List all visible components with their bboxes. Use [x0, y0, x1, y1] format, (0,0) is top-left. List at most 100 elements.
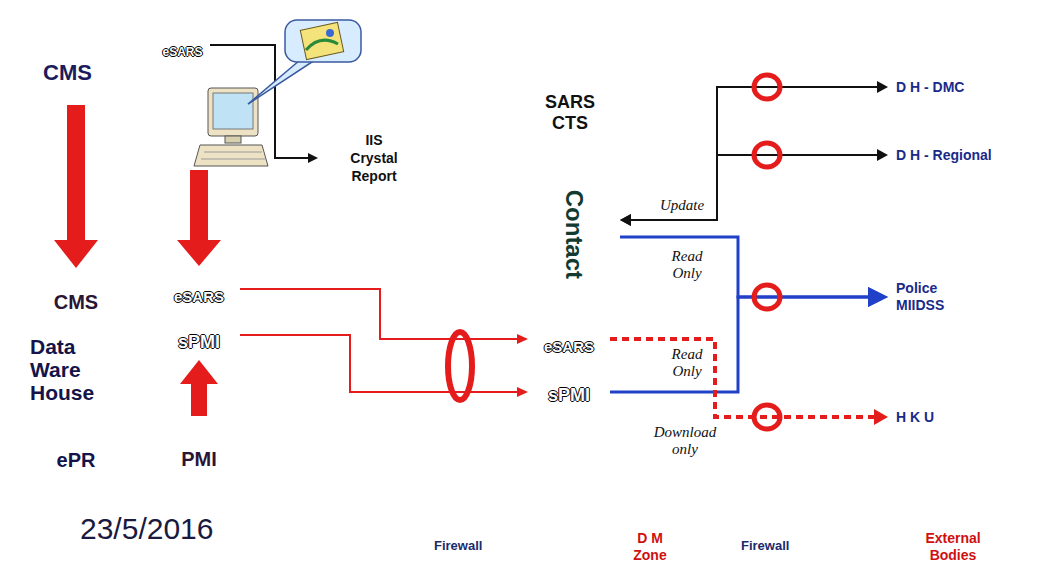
zone-label: External Bodies — [916, 530, 990, 564]
external-body-box: D H - DMC — [888, 75, 1040, 99]
database-cylinder: ePR — [30, 414, 122, 482]
firewall-line-core — [766, 0, 768, 528]
cylinder-top — [528, 362, 610, 378]
esars-logo — [4, 536, 80, 565]
cylinder-body — [495, 76, 645, 507]
logo-text: eSARS — [18, 542, 61, 558]
box-outline — [888, 143, 1040, 167]
footer-band — [0, 505, 1048, 577]
clipart-dot — [326, 29, 334, 37]
database-cylinder: sPMI — [528, 362, 610, 414]
flow-label: Download only — [650, 424, 720, 459]
database-cylinder: eSARS — [158, 268, 240, 310]
cylinder-body — [158, 318, 240, 360]
database-cylinder: eSARS — [155, 25, 210, 65]
node-label: eSARS — [162, 45, 202, 59]
cylinder-top — [158, 310, 240, 326]
database-cylinder: eSARS — [528, 318, 610, 360]
connector — [620, 237, 868, 297]
keyboard-row — [204, 152, 262, 153]
node-label: eSARS — [544, 338, 594, 356]
cylinder-body — [30, 426, 122, 482]
node-label: CMS — [54, 290, 98, 314]
connector — [631, 155, 877, 220]
node-label: SARS CTS — [535, 92, 605, 133]
node-outline — [30, 414, 122, 482]
monitor-stand — [225, 136, 241, 143]
node-label: sPMI — [548, 385, 590, 407]
cylinder-body — [30, 277, 122, 318]
cylinder-body — [528, 326, 610, 360]
server-cylinder: SARS CTS Contact eSARS sPMI — [495, 62, 645, 507]
firewall-end — [761, 0, 773, 8]
screen — [213, 93, 253, 129]
clipart-picture — [300, 22, 343, 59]
firewall-ring — [448, 332, 472, 400]
upload-arrow — [177, 170, 221, 266]
date-stamp: 23/5/2016 — [80, 512, 213, 545]
cylinder-top — [0, 0, 250, 12]
connector — [191, 384, 207, 416]
authority-logo — [994, 526, 1038, 570]
cylinder-top — [155, 25, 210, 39]
cylinder-top — [30, 414, 122, 438]
bubble-body — [285, 20, 361, 62]
report-document: IIS Crystal Report — [318, 122, 430, 194]
node-label: ePR — [57, 448, 96, 472]
monitor — [208, 88, 258, 136]
keyboard — [194, 145, 268, 166]
computer-icon — [194, 88, 268, 166]
connector — [240, 335, 517, 392]
document-shadow — [322, 126, 434, 198]
database-cylinder: CMS — [30, 268, 122, 318]
zone-label: Firewall — [434, 538, 482, 554]
box-outline — [318, 122, 430, 194]
cylinder-body — [158, 276, 240, 310]
cylinder-body — [0, 0, 250, 105]
database-cylinder: Contact — [528, 140, 620, 305]
cylinder-top — [158, 416, 240, 436]
connector — [631, 87, 877, 220]
node-label: eSARS — [174, 288, 224, 306]
node-label: D H - Regional — [896, 147, 992, 164]
cylinder-body — [10, 232, 272, 510]
bubble-tail — [248, 58, 318, 104]
flow-label: Update — [660, 196, 704, 214]
cylinder-body — [158, 426, 240, 482]
cylinder-top — [528, 140, 620, 164]
firewall-ring — [754, 143, 780, 167]
node-outline — [0, 0, 250, 105]
clipart-stroke — [306, 40, 338, 50]
node-label: sPMI — [178, 332, 220, 354]
node-label: CMS — [43, 60, 92, 86]
database-cylinder: sPMI — [158, 310, 240, 360]
zone-label: D M Zone — [622, 530, 678, 564]
cylinder-top — [495, 62, 645, 90]
box-outline — [888, 405, 1040, 429]
firewall-line-core — [459, 0, 461, 528]
system-cylinder: CMS eSARS — [0, 0, 250, 105]
firewall-ring — [754, 285, 780, 309]
connector — [240, 289, 517, 339]
external-body-box: D H - Regional — [888, 143, 1040, 167]
database-cylinder: PMI — [158, 416, 240, 482]
node-label: H K U — [896, 409, 934, 426]
logo-ring — [994, 526, 1038, 570]
cylinder-top — [528, 318, 610, 334]
box-outline — [888, 75, 1040, 99]
box-outline — [888, 277, 1040, 317]
logo-heart — [1004, 543, 1028, 557]
logo-swoosh — [8, 556, 78, 565]
node-label: D H - DMC — [896, 79, 964, 96]
firewall-ring — [754, 405, 780, 429]
external-body-box: Police MIIDSS — [888, 277, 1040, 317]
node-label: Data Ware House — [30, 335, 122, 404]
cylinder-top — [10, 210, 272, 254]
connector — [67, 105, 85, 240]
logo-head — [1012, 533, 1021, 542]
node-label: Police MIIDSS — [896, 280, 966, 314]
